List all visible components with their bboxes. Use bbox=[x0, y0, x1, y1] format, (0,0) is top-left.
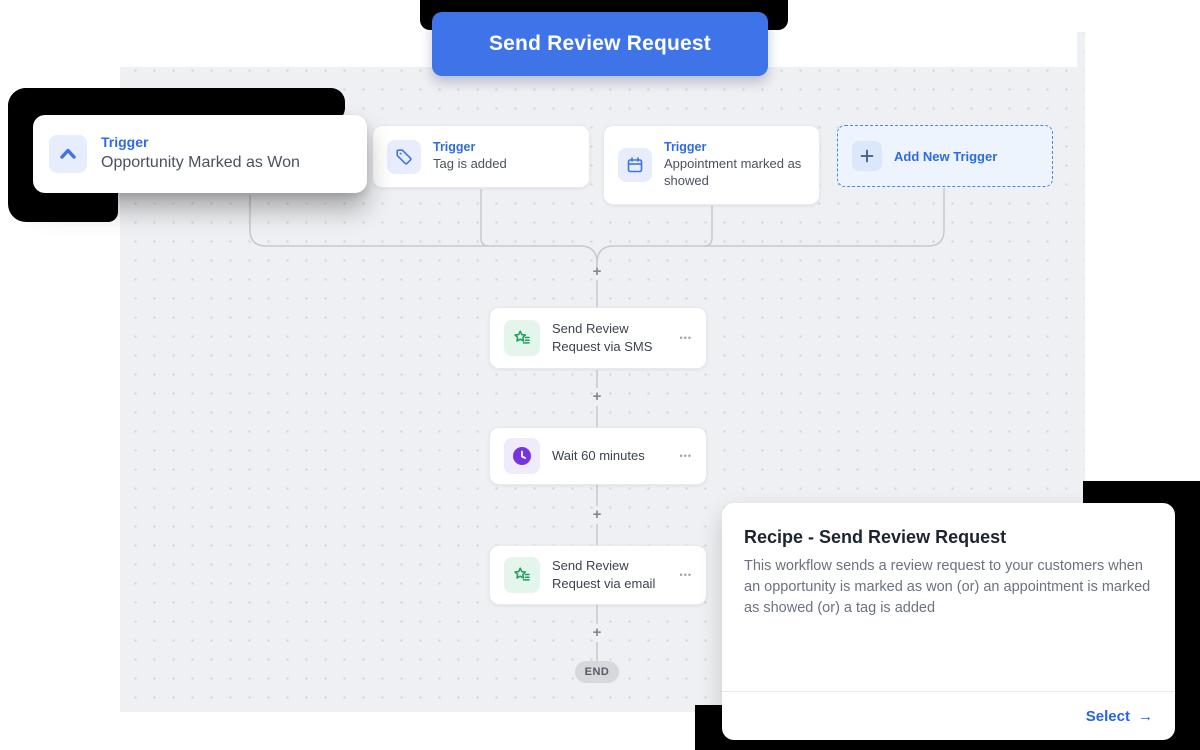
add-step-button[interactable]: + bbox=[592, 624, 602, 641]
select-button[interactable]: Select → bbox=[1086, 708, 1153, 725]
review-star-icon bbox=[504, 320, 540, 356]
step-card-review-email[interactable]: Send Review Request via email ••• bbox=[489, 545, 707, 605]
trigger-type-label: Trigger bbox=[433, 139, 476, 154]
plus-icon bbox=[852, 141, 882, 171]
arrow-right-icon: → bbox=[1138, 707, 1153, 725]
trigger-card-appointment-showed[interactable]: Trigger Appointment marked as showed bbox=[603, 125, 820, 205]
trigger-title: Appointment marked as showed bbox=[664, 156, 802, 189]
add-step-button[interactable]: + bbox=[592, 388, 602, 405]
recipe-info-card: Recipe - Send Review Request This workfl… bbox=[722, 503, 1175, 740]
trigger-type-label: Trigger bbox=[101, 133, 149, 150]
trigger-type-label: Trigger bbox=[664, 139, 707, 154]
add-step-button[interactable]: + bbox=[592, 506, 602, 523]
trigger-card-tag-added[interactable]: Trigger Tag is added bbox=[372, 125, 590, 188]
connector-wires bbox=[249, 188, 945, 661]
end-node: END bbox=[575, 661, 619, 683]
end-label: END bbox=[584, 666, 610, 678]
workflow-title-label: Send Review Request bbox=[488, 32, 712, 55]
step-card-review-sms[interactable]: Send Review Request via SMS ••• bbox=[489, 307, 707, 369]
step-title: Wait 60 minutes bbox=[552, 448, 645, 464]
select-label: Select bbox=[1085, 707, 1130, 725]
more-menu-icon[interactable]: ••• bbox=[679, 333, 692, 343]
step-title: Send Review Request via email bbox=[552, 558, 656, 591]
recipe-footer: Select → bbox=[722, 691, 1175, 740]
more-menu-icon[interactable]: ••• bbox=[679, 451, 692, 461]
recipe-title: Recipe - Send Review Request bbox=[744, 527, 1007, 547]
recipe-description: This workflow sends a review request to … bbox=[744, 558, 1151, 617]
chevron-up-icon bbox=[49, 135, 87, 173]
step-title: Send Review Request via SMS bbox=[552, 321, 653, 354]
add-new-trigger-button[interactable]: Add New Trigger bbox=[837, 125, 1053, 187]
tag-icon bbox=[387, 139, 421, 174]
calendar-icon bbox=[618, 148, 652, 182]
review-star-icon bbox=[504, 557, 540, 593]
step-card-wait[interactable]: Wait 60 minutes ••• bbox=[489, 427, 707, 485]
trigger-title: Opportunity Marked as Won bbox=[101, 154, 300, 172]
add-new-trigger-label: Add New Trigger bbox=[894, 148, 998, 164]
workflow-title-button[interactable]: Send Review Request bbox=[432, 12, 768, 76]
clock-icon bbox=[504, 438, 540, 474]
add-step-button[interactable]: + bbox=[592, 263, 602, 280]
trigger-card-opportunity-won[interactable]: Trigger Opportunity Marked as Won bbox=[33, 115, 367, 193]
trigger-title: Tag is added bbox=[433, 156, 507, 172]
more-menu-icon[interactable]: ••• bbox=[679, 570, 692, 580]
